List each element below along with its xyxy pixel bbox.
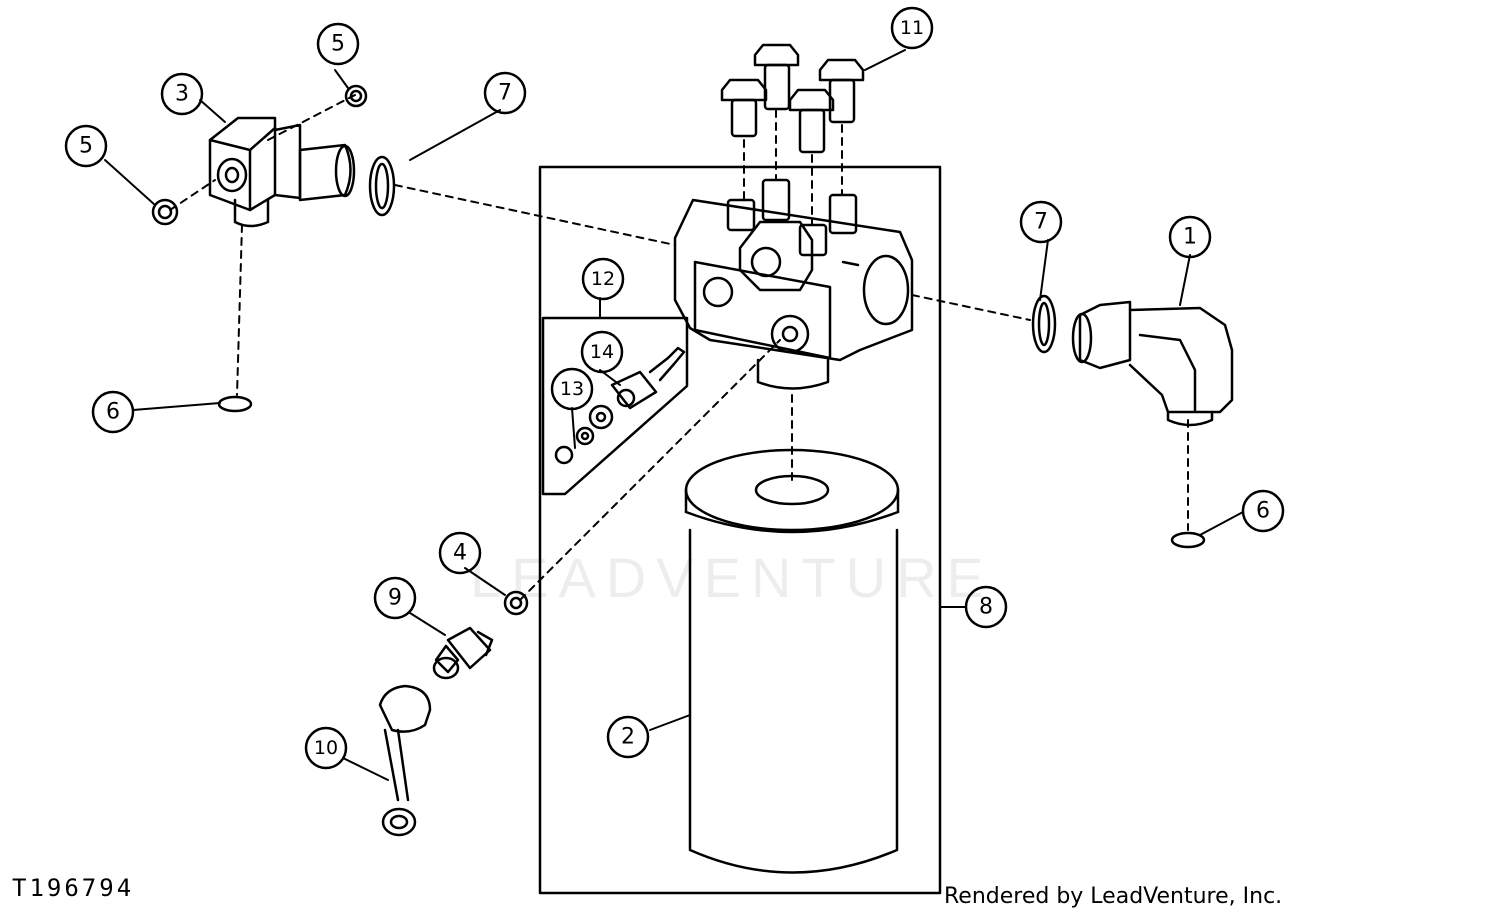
callout-8: 8 bbox=[979, 595, 993, 620]
o-rings-washers bbox=[151, 84, 1206, 616]
filter-element bbox=[684, 448, 900, 874]
callout-6-right: 6 bbox=[1256, 499, 1270, 524]
grease-fitting bbox=[432, 626, 494, 680]
mounting-bolts bbox=[720, 43, 865, 154]
right-elbow-fitting bbox=[1071, 300, 1234, 427]
callout-7-left: 7 bbox=[498, 81, 512, 106]
alignment-lines bbox=[169, 94, 1189, 601]
callout-5-top: 5 bbox=[331, 32, 345, 57]
callout-circles bbox=[64, 6, 1285, 770]
callout-4: 4 bbox=[453, 541, 467, 566]
sensor-parts bbox=[554, 346, 686, 465]
leader-lines bbox=[104, 49, 1244, 781]
callout-12: 12 bbox=[591, 268, 615, 290]
callout-11: 11 bbox=[900, 17, 924, 39]
left-elbow-fitting bbox=[208, 116, 356, 228]
kit-outline bbox=[538, 165, 942, 895]
callout-2: 2 bbox=[621, 725, 635, 750]
protective-cap bbox=[378, 684, 432, 837]
sensor-kit-outline bbox=[541, 316, 689, 496]
filter-head bbox=[673, 178, 914, 390]
reference-code: T196794 bbox=[12, 874, 135, 902]
callout-6-left: 6 bbox=[106, 400, 120, 425]
callout-10: 10 bbox=[314, 737, 338, 759]
callout-5-left: 5 bbox=[79, 134, 93, 159]
watermark: LEADVENTURE bbox=[470, 546, 994, 609]
render-credit: Rendered by LeadVenture, Inc. bbox=[944, 884, 1283, 909]
callout-9: 9 bbox=[388, 586, 402, 611]
callout-14: 14 bbox=[590, 341, 614, 363]
callout-13: 13 bbox=[560, 378, 584, 400]
callout-1: 1 bbox=[1183, 225, 1197, 250]
callout-3: 3 bbox=[175, 82, 189, 107]
callout-7-right: 7 bbox=[1034, 210, 1048, 235]
